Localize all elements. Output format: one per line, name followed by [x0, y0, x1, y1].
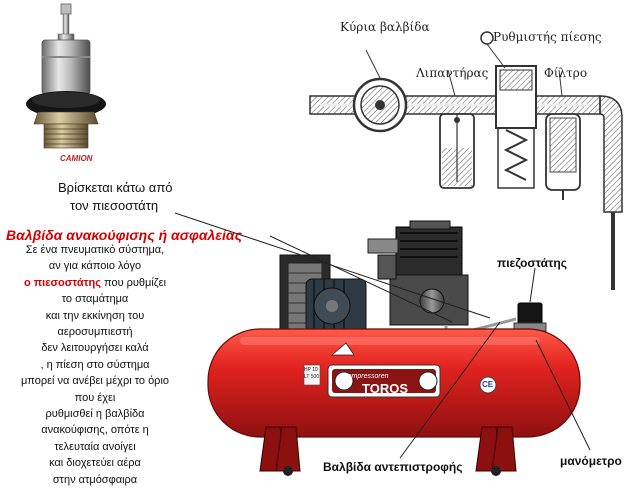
explanation-line: που ρυθμίζει [104, 276, 167, 289]
pressure-switch-label: πιεζοστάτης [497, 256, 567, 270]
highlighted-term: ο πιεσοστάτης [23, 276, 101, 289]
explanation-line: δεν λειτουργήσει καλά [41, 342, 149, 355]
pump-head [367, 220, 469, 326]
explanation-line: ανακούφισης, οπότε η [41, 424, 149, 437]
explanation-line: το σταμάτημα [61, 293, 129, 306]
brand-logo: CAMION [60, 154, 93, 163]
explanation-line: ρυθμισθεί η βαλβίδα [45, 408, 145, 421]
main-valve-symbol [352, 49, 408, 133]
explanation-line: και διοχετεύει αέρα [49, 457, 141, 470]
filter-symbol [545, 69, 581, 200]
lubricator-label: Λιπαντήρας [416, 66, 489, 80]
pressure-regulator-label: Ρυθμιστής πίεσης [493, 30, 602, 44]
explanation-line: και την εκκίνηση του [45, 309, 145, 322]
lubricator-symbol [439, 69, 475, 189]
check-valve-label: Βαλβίδα αντεπιστροφής [323, 460, 463, 474]
explanation-line-with-highlight: ο πιεσοστάτης που ρυθμίζει [0, 275, 190, 291]
wheels [283, 466, 501, 476]
explanation-line: αεροσυμπιεστή [57, 326, 133, 339]
air-preparation-diagram [309, 31, 623, 290]
explanation-text: Σε ένα πνευματικό σύστημα, αν για κάποιο… [0, 242, 190, 488]
explanation-line: τελευταία ανοίγει [54, 440, 136, 453]
plate-brand-small: Kompressoren [343, 373, 389, 380]
electric-motor [305, 278, 367, 334]
explanation-line: Σε ένα πνευματικό σύστημα, [25, 244, 165, 256]
pressure-switch [513, 302, 547, 332]
plate-brand: TOROS [362, 381, 408, 396]
explanation-line: αν για κάποιο λόγο [48, 260, 142, 273]
explanation-line: , η πίεση στο σύστημα [40, 358, 150, 371]
ce-mark: CE [482, 380, 494, 389]
valve-location-caption-line-1: Βρίσκεται κάτω από [58, 180, 173, 195]
air-compressor [207, 220, 581, 476]
spec-plate-line-1: HP 10 [304, 367, 318, 373]
valve-location-caption-line-2: τον πιεσοστάτη [70, 198, 159, 213]
filter-label: Φίλτρο [544, 66, 588, 80]
spec-plate-line-2: LT 500 [304, 374, 320, 380]
pressure-regulator-symbol [480, 31, 537, 189]
explanation-line: που έχει [74, 391, 116, 404]
safety-valve-photo [26, 3, 106, 149]
explanation-line: μπορεί να ανέβει μέχρι το όριο [20, 375, 170, 388]
manometer-label: μανόμετρο [560, 454, 622, 468]
main-valve-label: Κύρια βαλβίδα [340, 20, 430, 34]
